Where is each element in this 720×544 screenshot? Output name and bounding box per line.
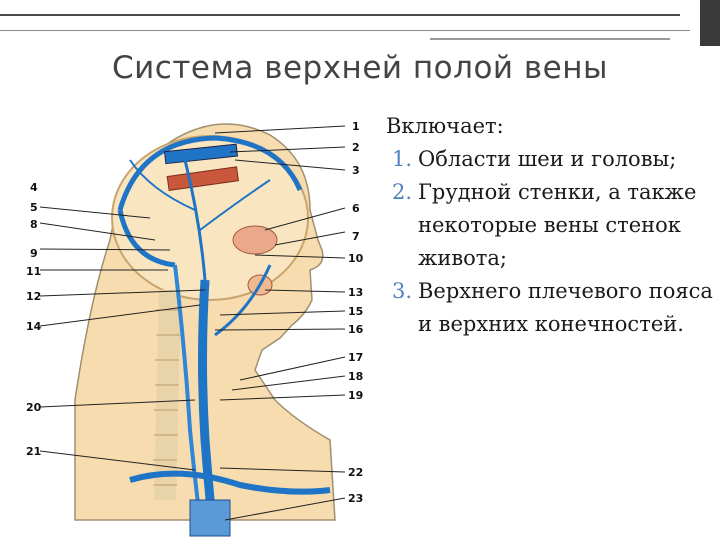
- figure-label: 13: [348, 286, 363, 299]
- figure-label: 3: [352, 164, 360, 177]
- anatomy-figure: 4 5 8 9 11 12 14 20 21 1 2 3 6 7 10 13 1…: [0, 100, 395, 540]
- scalp-vein: [129, 159, 196, 211]
- figure-label: 14: [26, 320, 42, 333]
- figure-label: 22: [348, 466, 363, 479]
- figure-label: 23: [348, 492, 363, 505]
- figure-label: 10: [348, 252, 364, 265]
- figure-label: 2: [352, 141, 360, 154]
- figure-labels-left: 4 5 8 9 11 12 14 20 21: [26, 181, 42, 458]
- figure-label: 19: [348, 389, 363, 402]
- external-jugular-vein: [173, 264, 202, 521]
- vertebrae: [153, 309, 180, 486]
- numbered-list: 1. Области шеи и головы; 2. Грудной стен…: [386, 143, 716, 341]
- figure-labels-right: 1 2 3 6 7 10 13 15 16 17 18 19 22 23: [348, 120, 364, 505]
- figure-label: 9: [30, 247, 38, 260]
- list-text: Верхнего плечевого пояса и верхних конеч…: [418, 279, 713, 336]
- dura-section: [166, 166, 240, 191]
- leader-lines-left: [39, 206, 206, 471]
- figure-label: 6: [352, 202, 360, 215]
- internal-jugular-vein: [198, 279, 217, 521]
- figure-label: 21: [26, 445, 41, 458]
- list-number: 3.: [392, 279, 413, 303]
- figure-label: 7: [352, 230, 360, 243]
- decorative-line: [0, 14, 680, 16]
- head-neck-veins-illustration: 4 5 8 9 11 12 14 20 21 1 2 3 6 7 10 13 1…: [26, 120, 364, 537]
- slide-content: Включает: 1. Области шеи и головы; 2. Гр…: [386, 110, 716, 341]
- list-text: Области шеи и головы;: [418, 147, 677, 171]
- list-item: 1. Области шеи и головы;: [386, 143, 716, 176]
- scalp-vein: [183, 159, 207, 281]
- decorative-bar: [700, 0, 720, 46]
- transverse-sinus: [117, 209, 176, 268]
- intro-text: Включает:: [386, 114, 504, 138]
- list-item: 2. Грудной стенки, а также некоторые вен…: [386, 176, 716, 275]
- list-item: 3. Верхнего плечевого пояса и верхних ко…: [386, 275, 716, 341]
- figure-label: 4: [30, 181, 38, 194]
- figure-label: 11: [26, 265, 41, 278]
- slide-title: Система верхней полой вены: [111, 50, 608, 86]
- decorative-line: [430, 38, 670, 40]
- cervical-spine: [154, 289, 181, 501]
- scalp-vein: [199, 179, 271, 231]
- figure-label: 18: [348, 370, 363, 383]
- list-number: 1.: [392, 147, 413, 171]
- orbit: [232, 225, 278, 255]
- figure-label: 8: [30, 218, 38, 231]
- figure-label: 1: [352, 120, 360, 133]
- figure-label: 15: [348, 305, 363, 318]
- leader-lines-right: [214, 125, 346, 521]
- list-number: 2.: [392, 180, 413, 204]
- dura-section: [164, 143, 238, 165]
- figure-label: 16: [348, 323, 364, 336]
- decorative-line: [0, 30, 690, 31]
- subclavian-vein: [129, 470, 331, 495]
- figure-label: 12: [26, 290, 41, 303]
- brachiocephalic-region: [189, 499, 231, 537]
- list-text: Грудной стенки, а также некоторые вены с…: [418, 180, 697, 270]
- figure-label: 17: [348, 351, 363, 364]
- figure-label: 5: [30, 201, 38, 214]
- figure-label: 20: [26, 401, 42, 414]
